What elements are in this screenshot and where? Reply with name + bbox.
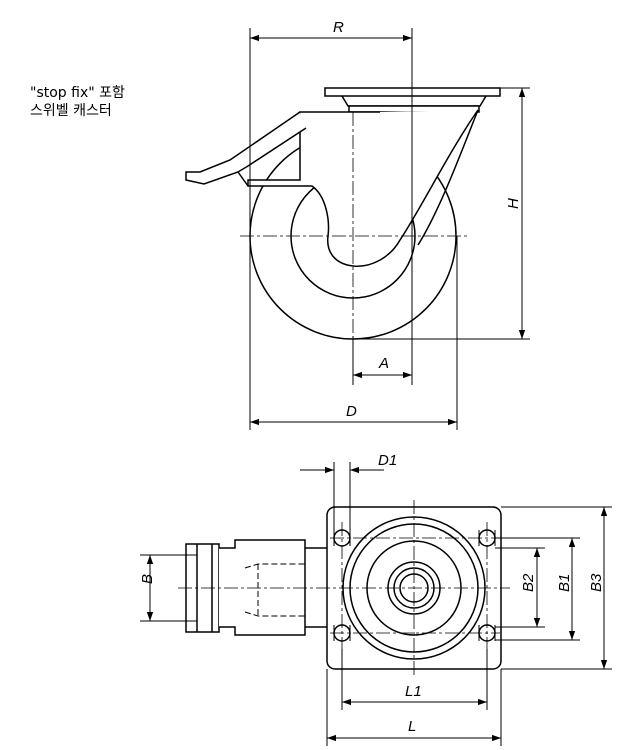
dim-label-L: L <box>408 718 416 735</box>
side-centerlines <box>240 112 470 345</box>
side-view <box>185 87 501 340</box>
top-dimensions <box>140 462 612 746</box>
dim-label-L1: L1 <box>405 683 422 700</box>
dim-label-A: A <box>378 355 389 372</box>
caption: "stop fix" 포함 스위벨 캐스터 <box>30 84 125 120</box>
dim-label-B2: B2 <box>520 573 537 592</box>
dim-label-H: H <box>505 198 522 209</box>
dim-label-B3: B3 <box>588 573 605 592</box>
top-centerlines <box>178 500 510 676</box>
fork <box>247 109 479 267</box>
brake-hidden <box>244 563 305 617</box>
caption-line-1: "stop fix" 포함 <box>30 85 125 101</box>
side-dimensions <box>249 28 530 430</box>
dim-label-D: D <box>346 403 357 420</box>
dim-label-D1: D1 <box>378 452 397 469</box>
dim-label-B: B <box>139 574 156 584</box>
brake-lever <box>185 111 307 185</box>
caption-line-2: 스위벨 캐스터 <box>30 103 112 119</box>
dim-label-R: R <box>333 19 344 36</box>
dim-label-B1: B1 <box>556 574 573 592</box>
